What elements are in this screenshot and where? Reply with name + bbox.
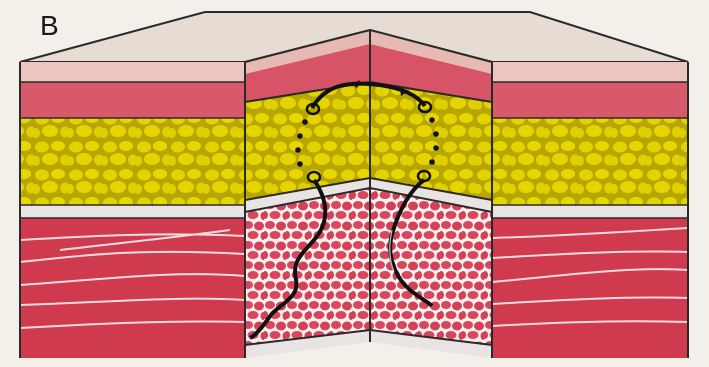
right-tissue-block [492,62,688,358]
left-tissue-block [20,62,245,358]
panel-label: B [40,10,59,42]
